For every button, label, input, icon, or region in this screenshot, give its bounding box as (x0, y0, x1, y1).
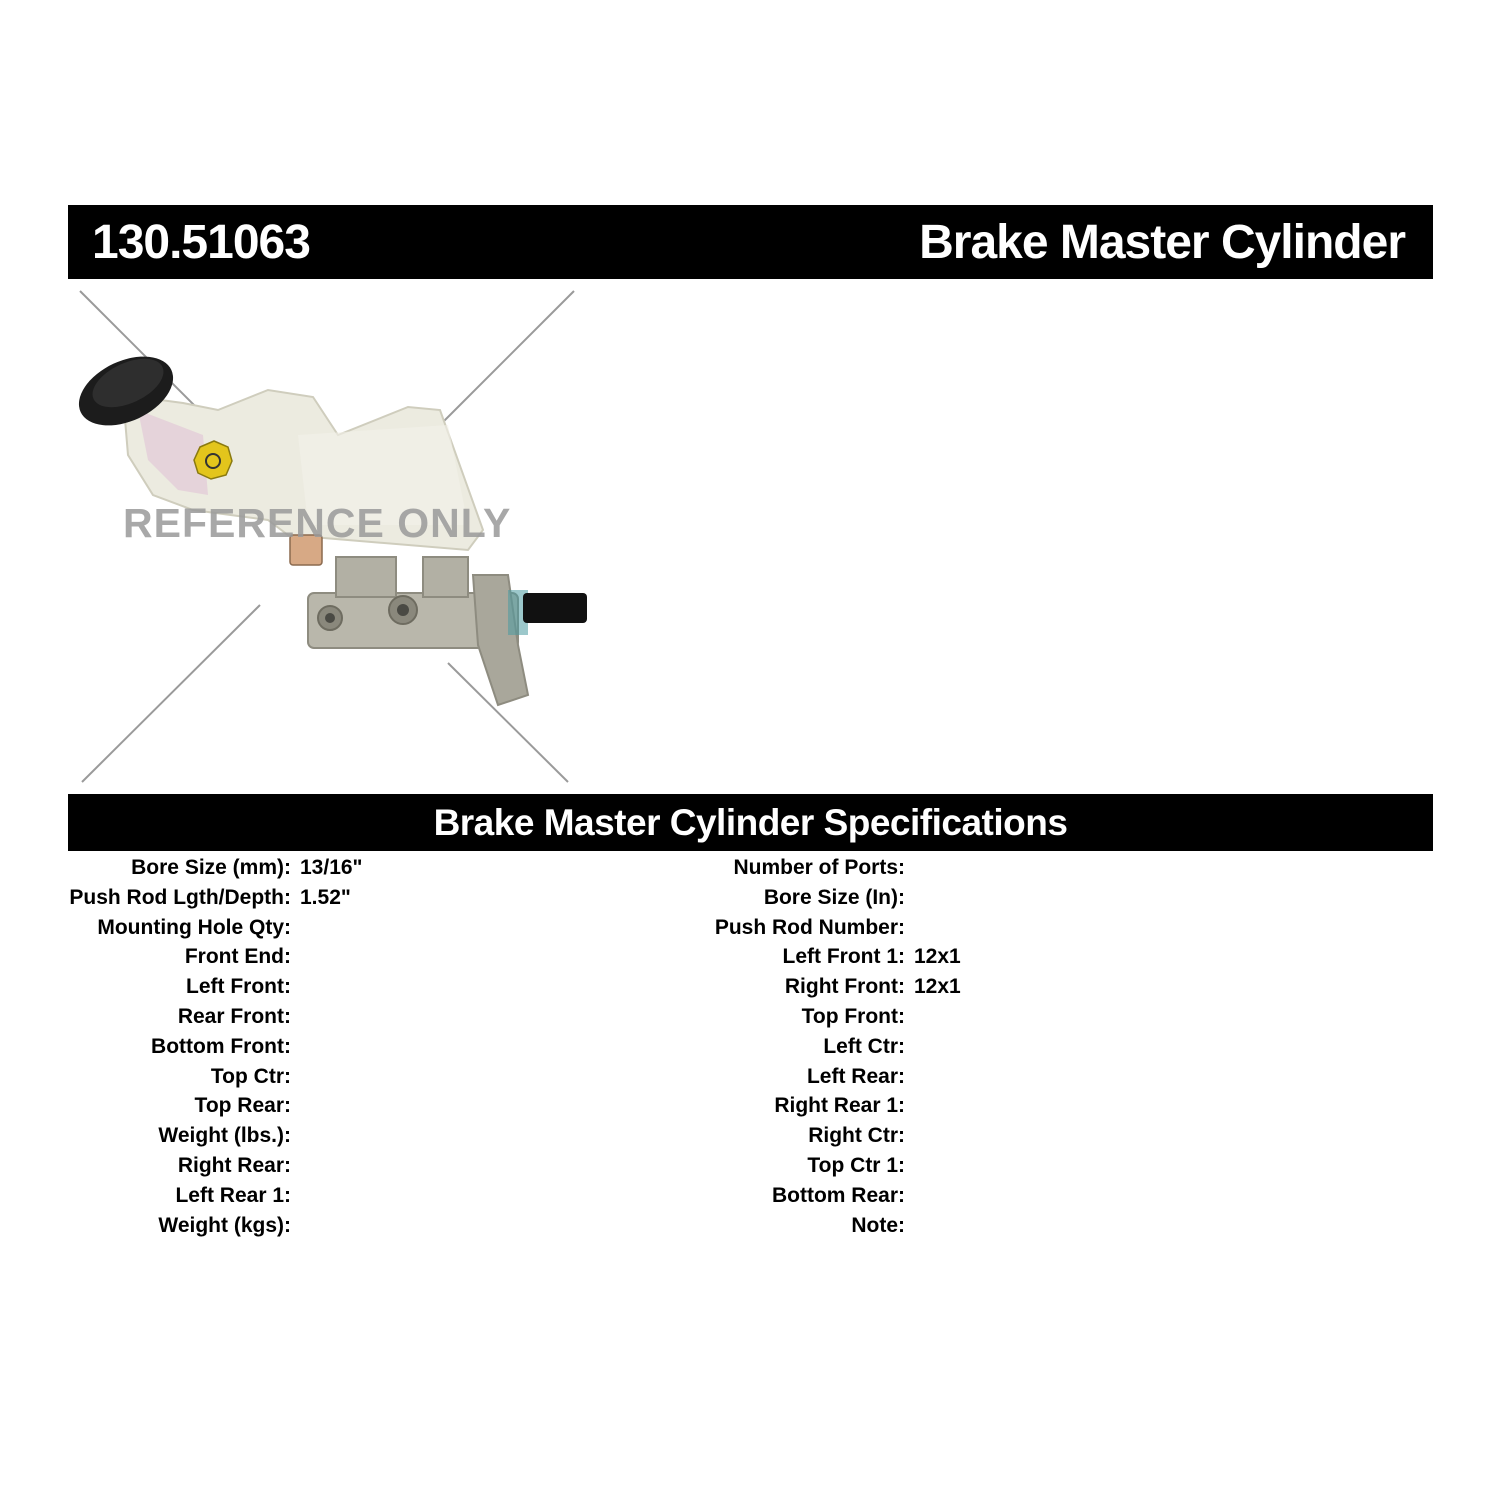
sensor-connector (289, 534, 323, 566)
warning-label (193, 440, 233, 480)
spec-label: Mounting Hole Qty: (97, 915, 291, 939)
spec-label: Top Front: (801, 1004, 905, 1028)
part-number: 130.51063 (92, 215, 311, 269)
spec-label: Left Rear 1: (175, 1183, 291, 1207)
spec-label: Right Ctr: (808, 1124, 905, 1148)
spec-value: 1.52" (300, 885, 351, 909)
spec-label: Bore Size (In): (763, 885, 905, 909)
spec-label: Left Ctr: (823, 1034, 905, 1058)
spec-label: Left Rear: (806, 1064, 905, 1088)
spec-label: Number of Ports: (733, 856, 905, 879)
spec-label: Top Ctr: (210, 1064, 291, 1088)
reservoir-shape (121, 388, 485, 552)
spec-label: Rear Front: (177, 1004, 291, 1028)
spec-label: Top Rear: (194, 1094, 291, 1118)
cylinder-body (307, 556, 530, 707)
spec-value: 12x1 (914, 945, 961, 969)
product-image: REFERENCE ONLY (78, 290, 587, 783)
spec-label: Push Rod Number: (714, 915, 905, 939)
spec-label: Front End: (184, 945, 291, 969)
spec-label: Bottom Front: (151, 1034, 291, 1058)
specifications-title: Brake Master Cylinder Specifications (433, 801, 1068, 843)
spec-label: Weight (kgs): (158, 1213, 291, 1237)
spec-label: Bottom Rear: (771, 1183, 905, 1207)
title-bar: 130.51063 Brake Master Cylinder (68, 205, 1433, 279)
spec-value: 13/16" (300, 856, 363, 879)
spec-label: Right Front: (784, 975, 905, 999)
spec-label: Bore Size (mm): (131, 856, 291, 879)
spec-label: Right Rear 1: (774, 1094, 905, 1118)
specifications-header: Brake Master Cylinder Specifications (68, 794, 1433, 851)
spec-label: Left Front 1: (782, 945, 905, 969)
spec-label: Weight (lbs.): (158, 1124, 291, 1148)
spec-label: Note: (851, 1213, 905, 1237)
spec-value: 12x1 (914, 975, 961, 999)
reservoir-cap (78, 356, 174, 426)
product-type: Brake Master Cylinder (919, 215, 1406, 269)
spec-label: Right Rear: (177, 1153, 291, 1177)
spec-label: Left Front: (186, 975, 291, 999)
spec-label: Top Ctr 1: (807, 1153, 905, 1177)
push-rod (523, 593, 587, 623)
reference-watermark: REFERENCE ONLY (123, 500, 511, 546)
spec-label: Push Rod Lgth/Depth: (69, 885, 291, 909)
